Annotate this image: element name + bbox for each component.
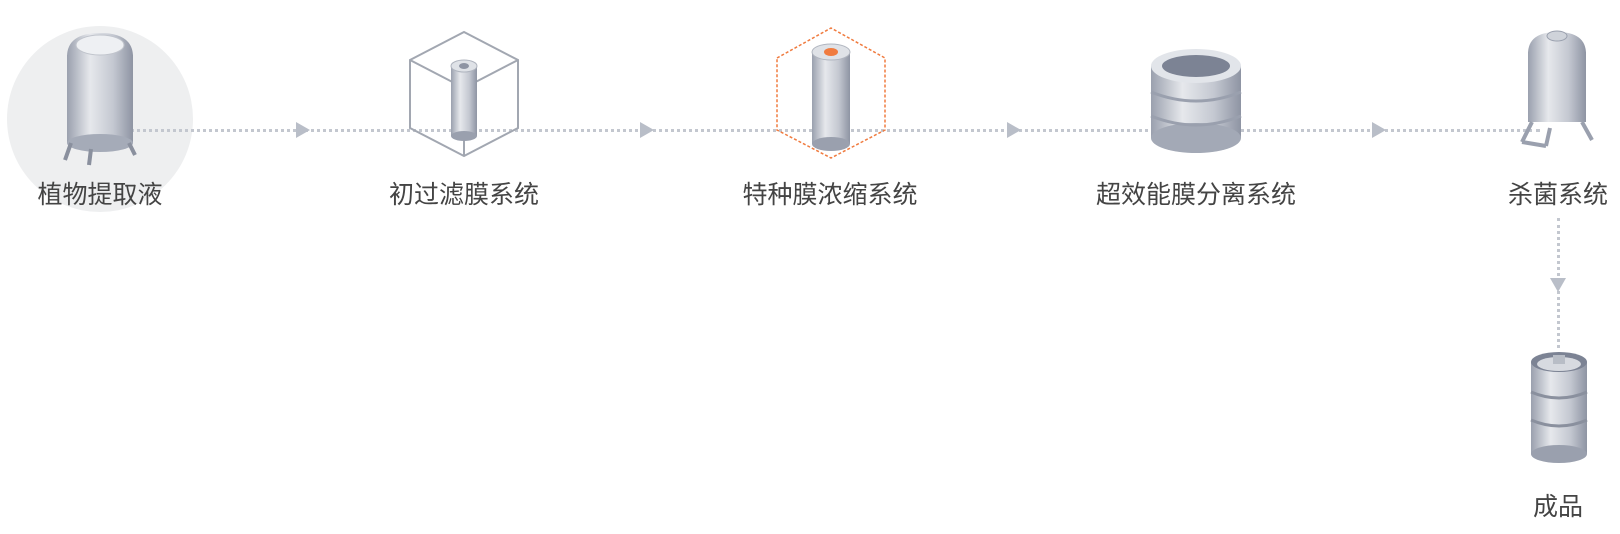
concentration-cube-icon bbox=[776, 27, 886, 159]
step-label-membrane-separation: 超效能膜分离系统 bbox=[1095, 180, 1296, 209]
step-label-plant-extract: 植物提取液 bbox=[37, 180, 163, 209]
step-label-finished-product: 成品 bbox=[1532, 492, 1583, 521]
filter-cube-icon bbox=[409, 30, 519, 158]
keg-icon bbox=[1530, 352, 1588, 463]
membrane-stack-icon bbox=[1150, 49, 1242, 153]
arrow-right-icon bbox=[1007, 122, 1021, 138]
arrow-down-icon bbox=[1550, 278, 1566, 292]
step-label-sterilization: 杀菌系统 bbox=[1507, 180, 1608, 209]
tank-icon bbox=[63, 33, 137, 166]
sterilizer-icon bbox=[1520, 30, 1594, 148]
arrow-right-icon bbox=[1372, 122, 1386, 138]
step-label-special-concentration: 特种膜浓缩系统 bbox=[742, 180, 918, 209]
arrow-right-icon bbox=[640, 122, 654, 138]
step-label-primary-filtration: 初过滤膜系统 bbox=[388, 180, 539, 209]
arrow-right-icon bbox=[296, 122, 310, 138]
